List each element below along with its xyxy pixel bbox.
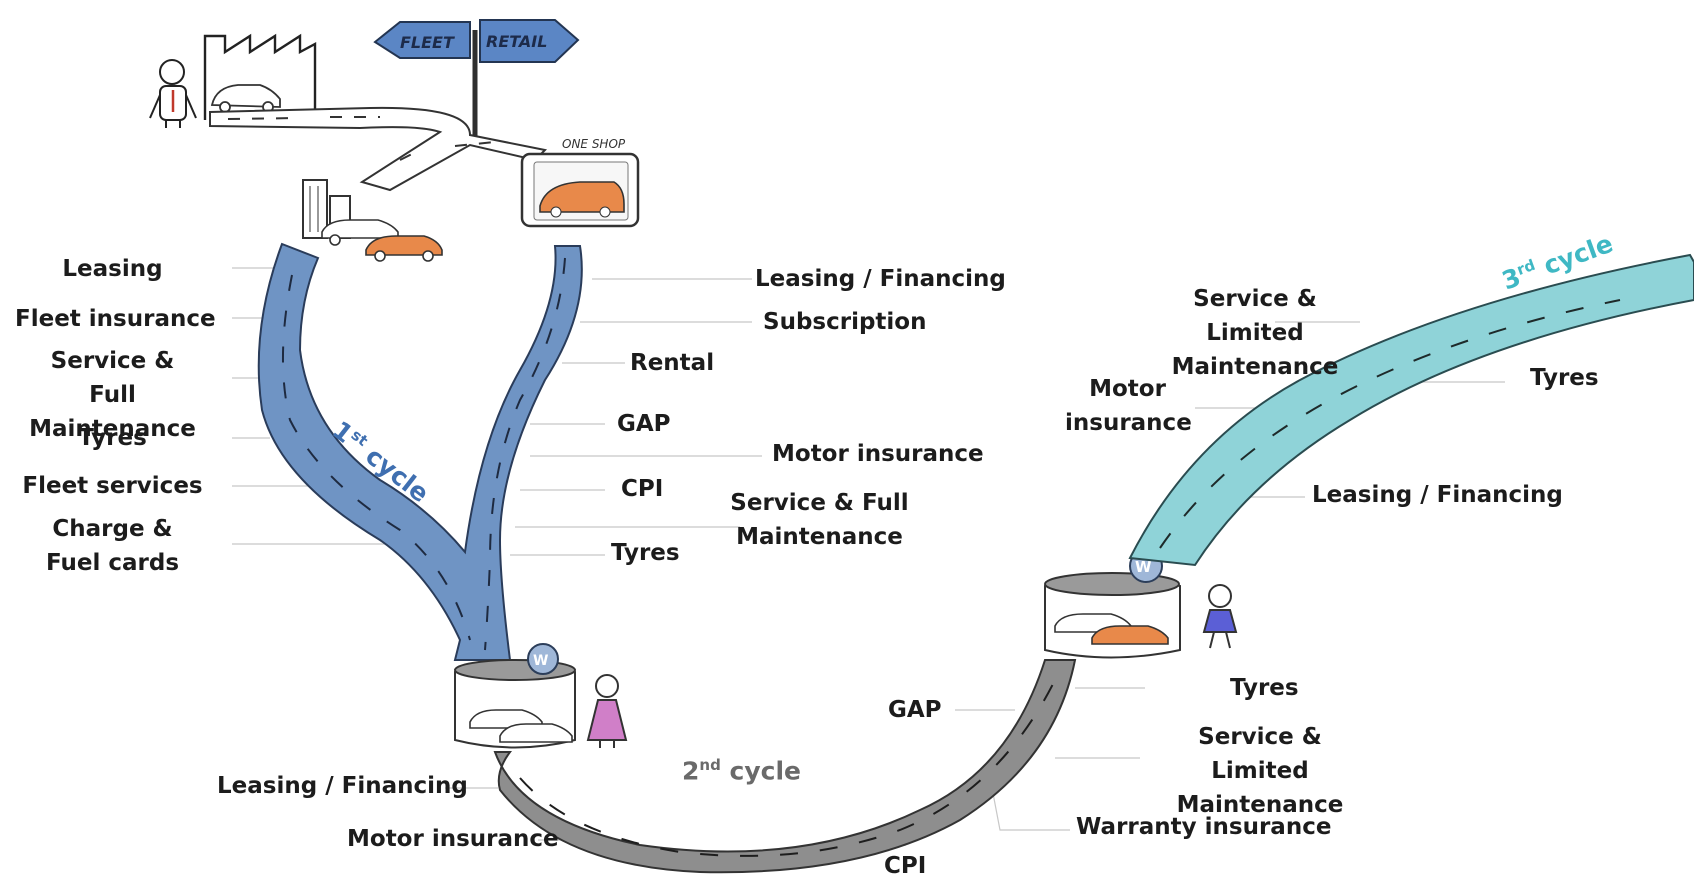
retail-tyres-label: Tyres: [611, 540, 680, 566]
third-tyres-label: Tyres: [1530, 365, 1599, 391]
retail-cpi-label: CPI: [621, 476, 664, 502]
vw-dealer-2: W: [1044, 549, 1181, 659]
second-cpi-label: CPI: [884, 853, 927, 879]
fleet-charge-fuel-cards-label: Charge & Fuel cards: [45, 516, 180, 576]
third-cycle-road: [1128, 253, 1694, 567]
fleet-tyres-label: Tyres: [78, 425, 147, 451]
second-gap-label: GAP: [888, 697, 942, 723]
retail-subscription-label: Subscription: [763, 309, 927, 335]
second-cycle-label: 2nd cycle: [682, 756, 801, 785]
vw-dealer-1: W: [454, 643, 576, 749]
fleet-cars: [321, 219, 443, 262]
first-cycle-road: [257, 242, 583, 661]
leader-lines: [232, 267, 1505, 846]
factory-car: [210, 84, 281, 113]
third-motor-insurance-label: Motor insurance: [1065, 376, 1192, 436]
one-shop-label: ONE SHOP: [562, 137, 626, 151]
second-cycle-suffix: nd: [699, 756, 721, 774]
fleet-leasing-label: Leasing: [62, 256, 163, 282]
signpost-fleet-label: FLEET: [400, 33, 455, 52]
fleet-service-maintenance-label: Service & Full Maintenance: [29, 348, 196, 442]
signpost-retail-label: RETAIL: [486, 32, 547, 51]
third-service-limited-maintenance-label: Service & Limited Maintenance: [1171, 286, 1339, 380]
second-cycle-number: 2: [682, 756, 700, 786]
retail-gap-label: GAP: [617, 411, 671, 437]
second-warranty-insurance-label: Warranty insurance: [1076, 814, 1332, 840]
entry-roads: [209, 106, 548, 192]
fleet-retail-signpost: FLEET RETAIL: [373, 19, 580, 136]
second-cycle-word: cycle: [729, 756, 802, 786]
retail-leasing-financing-label: Leasing / Financing: [755, 266, 1006, 292]
man-customer: [1202, 584, 1238, 649]
retail-motor-insurance-label: Motor insurance: [772, 441, 984, 467]
second-motor-insurance-label: Motor insurance: [347, 826, 559, 852]
woman-customer: [586, 674, 628, 748]
retail-rental-label: Rental: [630, 350, 715, 376]
second-leasing-financing-label: Leasing / Financing: [217, 773, 468, 799]
factory: [203, 33, 317, 120]
vw-logo-icon: W: [533, 653, 548, 669]
person-in-suit: [149, 59, 197, 128]
fleet-office-buildings: [302, 179, 351, 239]
retail-service-maintenance-label: Service & Full Maintenance: [730, 490, 909, 550]
second-cycle-road: [493, 659, 1077, 874]
second-service-limited-maintenance-label: Service & Limited Maintenance: [1176, 724, 1344, 818]
fleet-services-label: Fleet services: [22, 473, 203, 499]
vw-logo-icon: W: [1135, 558, 1152, 576]
second-tyres-label: Tyres: [1230, 675, 1299, 701]
fleet-insurance-label: Fleet insurance: [15, 306, 216, 332]
third-leasing-financing-label: Leasing / Financing: [1312, 482, 1563, 508]
one-shop-tablet: ONE SHOP: [520, 137, 640, 228]
